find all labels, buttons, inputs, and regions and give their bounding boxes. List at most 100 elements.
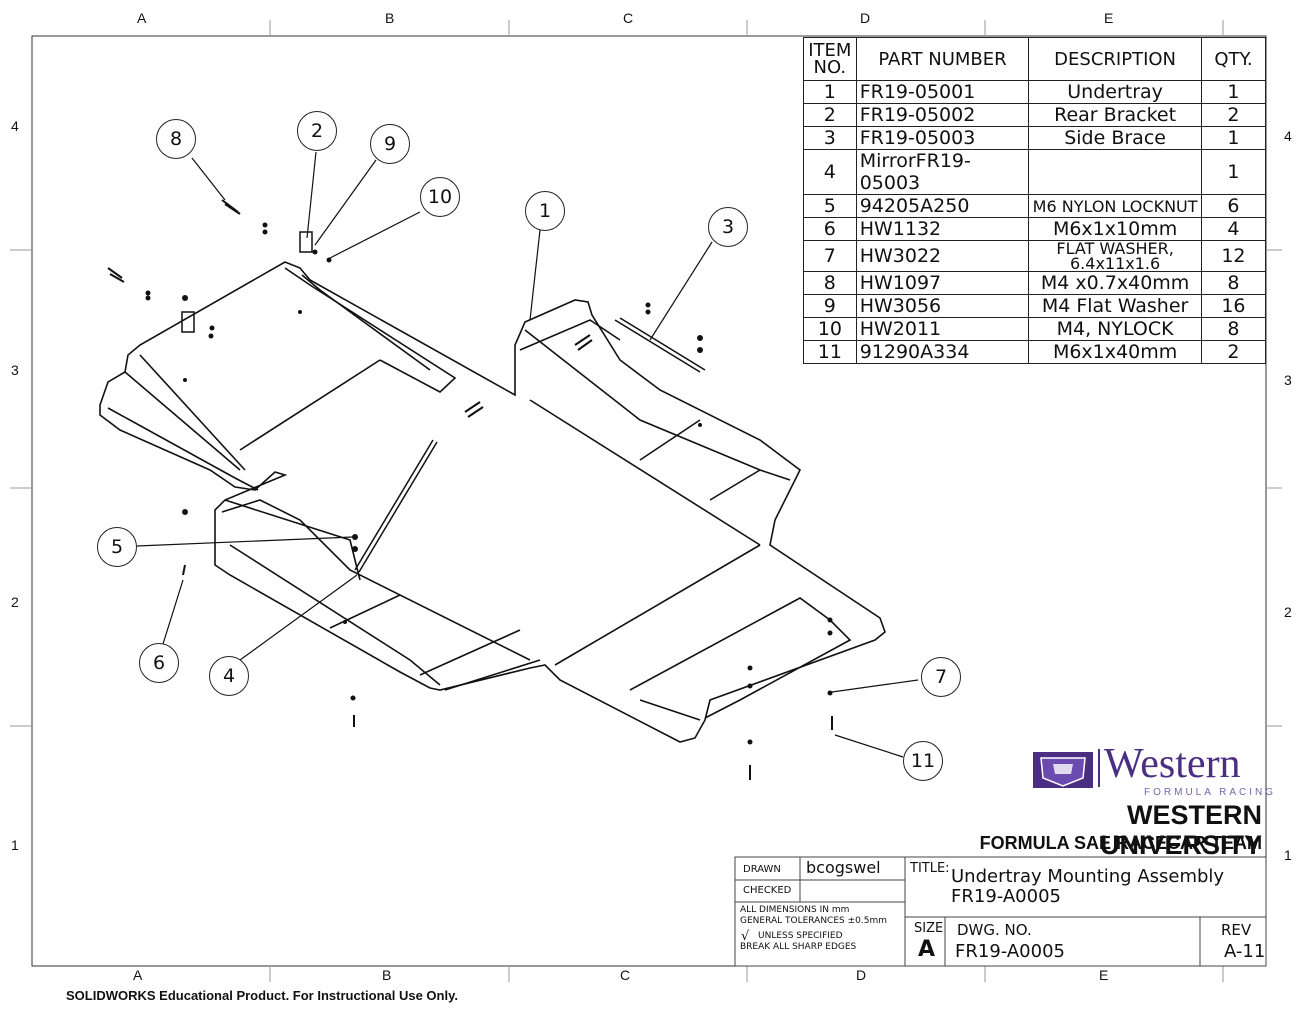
bom-cell-desc: Side Brace bbox=[1028, 126, 1202, 150]
zone-bottom-e: E bbox=[1099, 967, 1109, 983]
dwg-label: DWG. NO. bbox=[957, 921, 1032, 939]
bom-cell-part: HW1097 bbox=[855, 271, 1030, 295]
bom-header-item: ITEM NO. bbox=[803, 37, 857, 81]
bom-cell-item: 9 bbox=[803, 294, 857, 318]
bom-header-qty: QTY. bbox=[1200, 37, 1267, 81]
bom-cell-item: 7 bbox=[803, 240, 857, 272]
bom-cell-desc: Rear Bracket bbox=[1028, 103, 1202, 127]
zone-bottom-c: C bbox=[620, 967, 631, 983]
bom-cell-item: 6 bbox=[803, 217, 857, 241]
zone-left-3: 3 bbox=[11, 362, 19, 378]
balloon-2: 2 bbox=[297, 111, 337, 151]
note-edges: BREAK ALL SHARP EDGES bbox=[740, 942, 857, 952]
bolts bbox=[107, 199, 833, 780]
rev-value: A-11 bbox=[1224, 941, 1266, 962]
team-name: WESTERN UNIVERSITY bbox=[1099, 800, 1262, 860]
zone-left-4: 4 bbox=[11, 118, 19, 134]
drawn-label: DRAWN bbox=[743, 864, 781, 875]
zone-top-d: D bbox=[860, 10, 871, 26]
logo-subtitle: FORMULA RACING bbox=[1144, 787, 1277, 798]
balloon-6: 6 bbox=[139, 643, 179, 683]
rev-label: REV bbox=[1221, 921, 1252, 939]
balloon-10: 10 bbox=[420, 177, 460, 217]
western-crest-logo bbox=[1033, 752, 1093, 788]
bom-cell-qty: 16 bbox=[1200, 294, 1267, 318]
bom-cell-qty: 2 bbox=[1200, 103, 1267, 127]
balloon-1: 1 bbox=[525, 191, 565, 231]
note-dimensions: ALL DIMENSIONS IN mm bbox=[740, 905, 850, 915]
bom-cell-part: HW3056 bbox=[855, 294, 1030, 318]
bom-cell-item: 2 bbox=[803, 103, 857, 127]
drawing-subtitle: FR19-A0005 bbox=[951, 886, 1061, 907]
zone-right-1: 1 bbox=[1284, 847, 1292, 863]
size-label: SIZE bbox=[914, 921, 944, 936]
bom-cell-desc: M4 x0.7x40mm bbox=[1028, 271, 1202, 295]
sheet-border bbox=[31, 35, 1267, 967]
logo-divider bbox=[1098, 749, 1100, 787]
dwg-number: FR19-A0005 bbox=[955, 941, 1065, 962]
bom-cell-qty: 6 bbox=[1200, 194, 1267, 218]
balloon-4: 4 bbox=[209, 656, 249, 696]
bom-cell-part: FR19-05002 bbox=[855, 103, 1030, 127]
zone-top-e: E bbox=[1104, 10, 1114, 26]
braces bbox=[181, 231, 706, 573]
bom-cell-qty: 1 bbox=[1200, 126, 1267, 150]
drawing-title: Undertray Mounting Assembly bbox=[951, 866, 1225, 887]
bom-cell-part: FR19-05001 bbox=[855, 80, 1030, 104]
note-tolerances: GENERAL TOLERANCES ±0.5mm bbox=[740, 916, 887, 926]
balloon-3: 3 bbox=[708, 207, 748, 247]
bom-cell-desc: M6 NYLON LOCKNUT bbox=[1028, 194, 1202, 218]
balloon-9: 9 bbox=[370, 124, 410, 164]
bom-cell-part: HW2011 bbox=[855, 317, 1030, 341]
zone-left-1: 1 bbox=[11, 837, 19, 853]
size-value: A bbox=[918, 937, 936, 962]
bom-cell-item: 5 bbox=[803, 194, 857, 218]
bom-cell-part: HW3022 bbox=[855, 240, 1030, 272]
zone-ticks bbox=[10, 20, 1282, 982]
zone-top-b: B bbox=[385, 10, 395, 26]
bom-cell-item: 10 bbox=[803, 317, 857, 341]
bom-cell-item: 8 bbox=[803, 271, 857, 295]
undertray-outline bbox=[99, 261, 886, 743]
team-subtitle: FORMULA SAE RACECAR TEAM bbox=[979, 833, 1262, 853]
bom-cell-part: MirrorFR19-05003 bbox=[855, 149, 1030, 195]
zone-right-2: 2 bbox=[1284, 604, 1292, 620]
bom-cell-desc bbox=[1028, 149, 1202, 195]
rear-bracket-shape bbox=[299, 231, 313, 253]
bom-cell-part: FR19-05003 bbox=[855, 126, 1030, 150]
bom-cell-desc: M4, NYLOCK bbox=[1028, 317, 1202, 341]
bom-cell-item: 1 bbox=[803, 80, 857, 104]
bom-cell-desc: Undertray bbox=[1028, 80, 1202, 104]
bom-cell-item: 11 bbox=[803, 340, 857, 364]
footer-notice: SOLIDWORKS Educational Product. For Inst… bbox=[66, 988, 458, 1003]
balloon-7: 7 bbox=[921, 657, 961, 697]
bom-cell-part: HW1132 bbox=[855, 217, 1030, 241]
zone-bottom-b: B bbox=[382, 967, 392, 983]
logo-wordmark: Western bbox=[1104, 741, 1241, 787]
balloon-5: 5 bbox=[97, 527, 137, 567]
zone-right-3: 3 bbox=[1284, 372, 1292, 388]
bom-cell-part: 91290A334 bbox=[855, 340, 1030, 364]
bom-cell-item: 4 bbox=[803, 149, 857, 195]
zone-bottom-a: A bbox=[133, 967, 143, 983]
bom-cell-qty: 8 bbox=[1200, 271, 1267, 295]
zone-bottom-d: D bbox=[856, 967, 867, 983]
drawn-value: bcogswel bbox=[806, 858, 881, 877]
zone-top-c: C bbox=[623, 10, 634, 26]
bom-cell-qty: 1 bbox=[1200, 149, 1267, 195]
bom-cell-desc: FLAT WASHER, 6.4x11x1.6 bbox=[1028, 240, 1202, 272]
bom-cell-qty: 1 bbox=[1200, 80, 1267, 104]
bom-header-row: ITEM NO. PART NUMBER DESCRIPTION QTY. bbox=[803, 37, 1267, 81]
bom-header-part: PART NUMBER bbox=[855, 37, 1030, 81]
bom-cell-desc: M6x1x10mm bbox=[1028, 217, 1202, 241]
bom-cell-desc: M6x1x40mm bbox=[1028, 340, 1202, 364]
